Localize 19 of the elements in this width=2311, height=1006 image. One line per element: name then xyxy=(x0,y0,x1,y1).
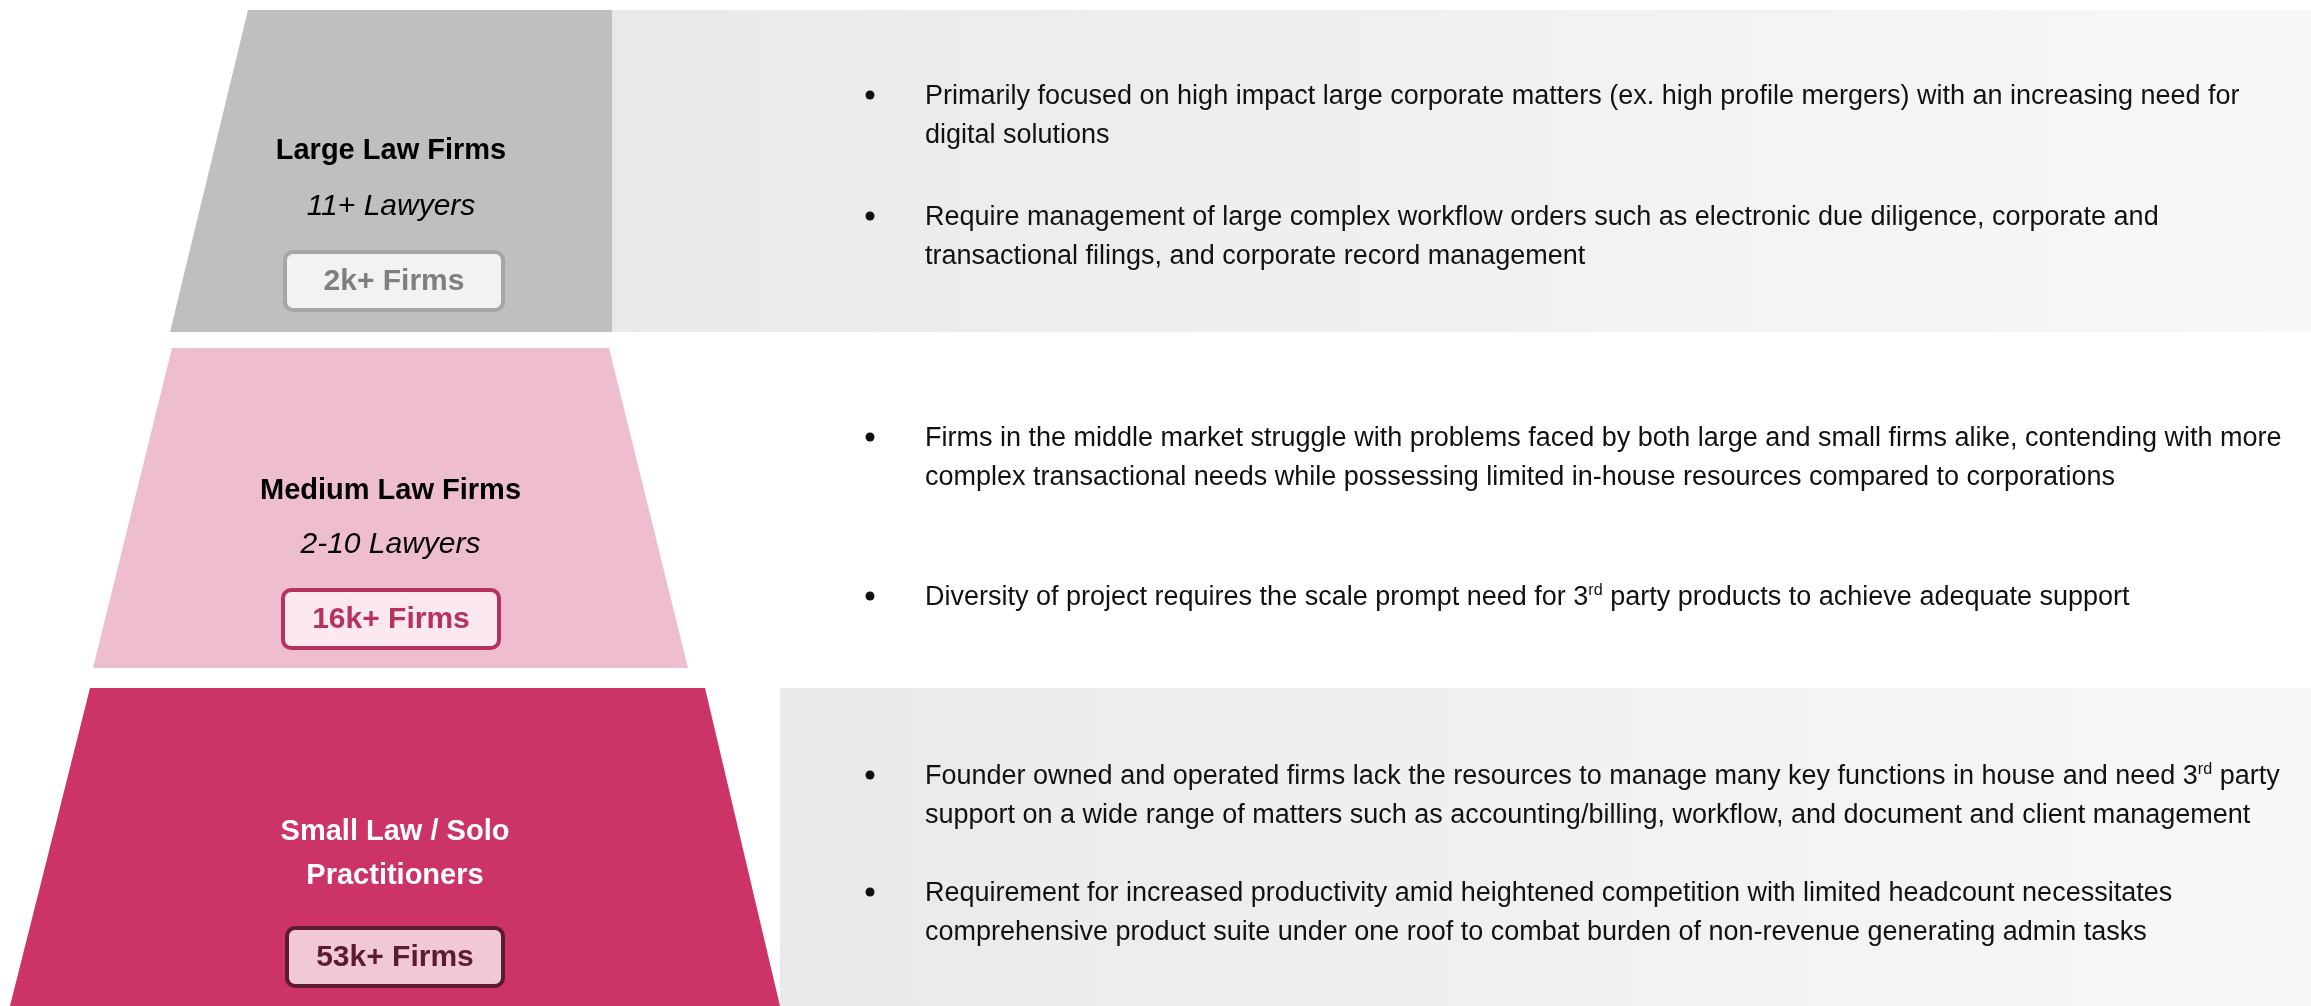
tier-title: Medium Law Firms xyxy=(258,472,522,507)
bullet-text: Founder owned and operated firms lack the resources to manage many key functions in house and need 3$^{rd}$ party support on a wide range of matters such as accounting/billing, workflow, and document and client management xyxy=(925,758,2281,831)
info-panel xyxy=(612,10,2311,332)
tier-title: Large Law Firms xyxy=(274,132,508,167)
pyramid-tier xyxy=(170,10,612,332)
bullet-text: Primarily focused on high impact large corporate matters (ex. high profile mergers) with an increasing need for digital solutions xyxy=(925,79,2241,151)
pyramid-tier xyxy=(10,688,780,1006)
pyramid-tier xyxy=(93,348,688,668)
bullet-text: Firms in the middle market struggle with problems faced by both large and small firms alike, contending with more complex transactional needs while possessing limited in-house resources compared to corporations xyxy=(925,421,2283,493)
bullet-text: Require management of large complex workflow orders such as electronic due diligence, corporate and transactional filings, and corporate record management xyxy=(925,200,2160,272)
count-badge: 2k+ Firms xyxy=(283,250,505,312)
tier-subtitle: 11+ Lawyers xyxy=(305,188,477,222)
tier-title: Small Law / Solo Practitioners xyxy=(279,813,511,892)
bullet-text: Requirement for increased productivity amid heightened competition with limited headcount necessitates comprehensive product suite under one roof to combat burden of non-revenue generating admin tasks xyxy=(925,876,2174,948)
info-panel xyxy=(780,688,2311,1006)
tier-subtitle: 2-10 Lawyers xyxy=(299,526,482,560)
count-badge: 16k+ Firms xyxy=(281,588,501,650)
count-badge: 53k+ Firms xyxy=(285,926,505,988)
bullet-text: Diversity of project requires the scale prompt need for 3$^{rd}$ party products to achieve adequate support xyxy=(925,579,2131,613)
